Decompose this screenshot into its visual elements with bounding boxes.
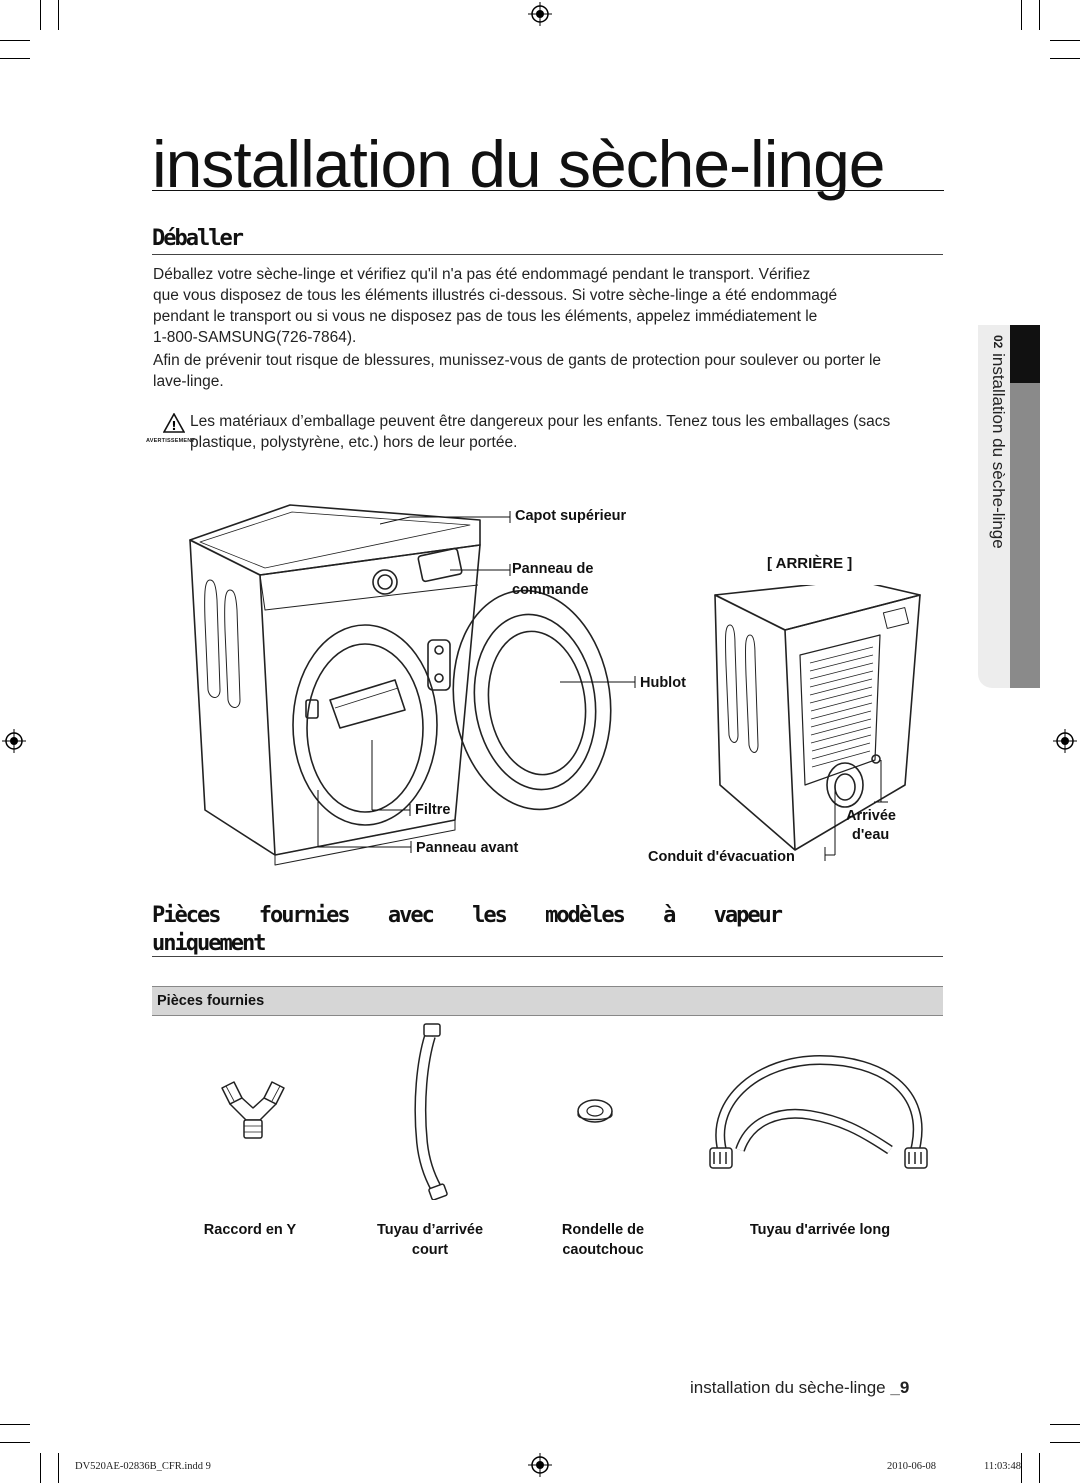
leader-line	[560, 676, 636, 688]
label-filter: Filtre	[415, 802, 451, 818]
paragraph-line: Afin de prévenir tout risque de blessure…	[153, 352, 882, 369]
title-underline	[152, 190, 944, 191]
section-divider	[152, 956, 943, 957]
label-control-panel-2: commande	[512, 582, 589, 598]
page-number: _9	[890, 1378, 910, 1397]
rubber-washer-icon	[577, 1099, 613, 1123]
label-control-panel: Panneau de	[512, 561, 594, 577]
paragraph-line: pendant le transport ou si vous ne dispo…	[153, 308, 818, 325]
dryer-rear-illustration	[714, 585, 921, 851]
chapter-title: installation du sèche-linge	[989, 353, 1008, 549]
footer-date: 2010-06-08	[887, 1461, 936, 1472]
parts-table-header-label: Pièces fournies	[157, 993, 265, 1009]
label-exhaust-duct: Conduit d'évacuation	[648, 849, 795, 865]
parts-table-header: Pièces fournies	[152, 986, 943, 1016]
leader-line	[380, 511, 511, 525]
dryer-front-illustration	[189, 504, 612, 866]
leader-line	[450, 564, 511, 576]
warning-text-line: plastique, polystyrène, etc.) hors de le…	[190, 434, 518, 451]
chapter-tab-bar	[1010, 383, 1040, 688]
label-top-cover: Capot supérieur	[515, 508, 627, 524]
leader-line	[371, 740, 411, 816]
part-label: Tuyau d’arrivée court	[365, 1220, 495, 1260]
footer: installation du sèche-linge _9	[690, 1378, 909, 1398]
registration-mark-icon	[2, 729, 26, 753]
part-label: Raccord en Y	[185, 1220, 315, 1240]
label-rear: [ ARRIÈRE ]	[767, 555, 853, 572]
footer-title: installation du sèche-linge	[690, 1378, 886, 1397]
leader-line	[317, 790, 412, 853]
part-name: Raccord en Y	[203, 1222, 297, 1238]
leader-line	[824, 785, 836, 861]
long-inlet-hose-icon	[709, 1054, 928, 1169]
section-heading-unpack: Déballer	[152, 226, 244, 251]
label-front-panel: Panneau avant	[416, 840, 519, 856]
part-name: Rondelle de	[561, 1222, 645, 1238]
leader-line	[874, 760, 888, 803]
chapter-tab-label: 02 installation du sèche-linge	[980, 335, 1008, 549]
warning-label: AVERTISSEMENT	[146, 438, 195, 444]
chapter-tab-marker	[1010, 325, 1040, 383]
paragraph-line: 1-800-SAMSUNG(726-7864).	[153, 329, 357, 346]
part-name-2: caoutchouc	[562, 1242, 644, 1258]
parts-section-heading-2: uniquement	[152, 931, 266, 956]
registration-mark-icon	[528, 1453, 552, 1477]
part-label: Rondelle de caoutchouc	[538, 1220, 668, 1260]
parts-section-heading: Pièces fournies avec les modèles à vapeu…	[152, 903, 783, 928]
registration-mark-icon	[1053, 729, 1077, 753]
paragraph-line: Déballez votre sèche-linge et vérifiez q…	[153, 266, 811, 283]
part-label: Tuyau d'arrivée long	[720, 1220, 920, 1240]
warning-text-line: Les matériaux d’emballage peuvent être d…	[190, 413, 891, 430]
label-water-inlet: Arrivée	[846, 808, 896, 824]
short-inlet-hose-icon	[414, 1023, 448, 1200]
svg-text:!: !	[171, 419, 176, 433]
footer-time: 11:03:48	[984, 1461, 1021, 1472]
y-connector-icon	[221, 1081, 285, 1139]
registration-mark-icon	[528, 2, 552, 26]
part-name: Tuyau d’arrivée	[376, 1222, 484, 1238]
part-name: Tuyau d'arrivée long	[749, 1222, 891, 1238]
warning-triangle-icon: !	[163, 413, 185, 433]
section-divider	[152, 254, 943, 255]
paragraph-line: lave-linge.	[153, 373, 224, 390]
chapter-number: 02	[991, 335, 1005, 349]
paragraph-line: que vous disposez de tous les éléments i…	[153, 287, 838, 304]
part-name-2: court	[411, 1242, 449, 1258]
page-title: installation du sèche-linge	[152, 127, 885, 201]
footer-filename: DV520AE-02836B_CFR.indd 9	[75, 1461, 211, 1472]
label-water-inlet-2: d'eau	[852, 827, 890, 843]
label-door: Hublot	[640, 675, 686, 691]
